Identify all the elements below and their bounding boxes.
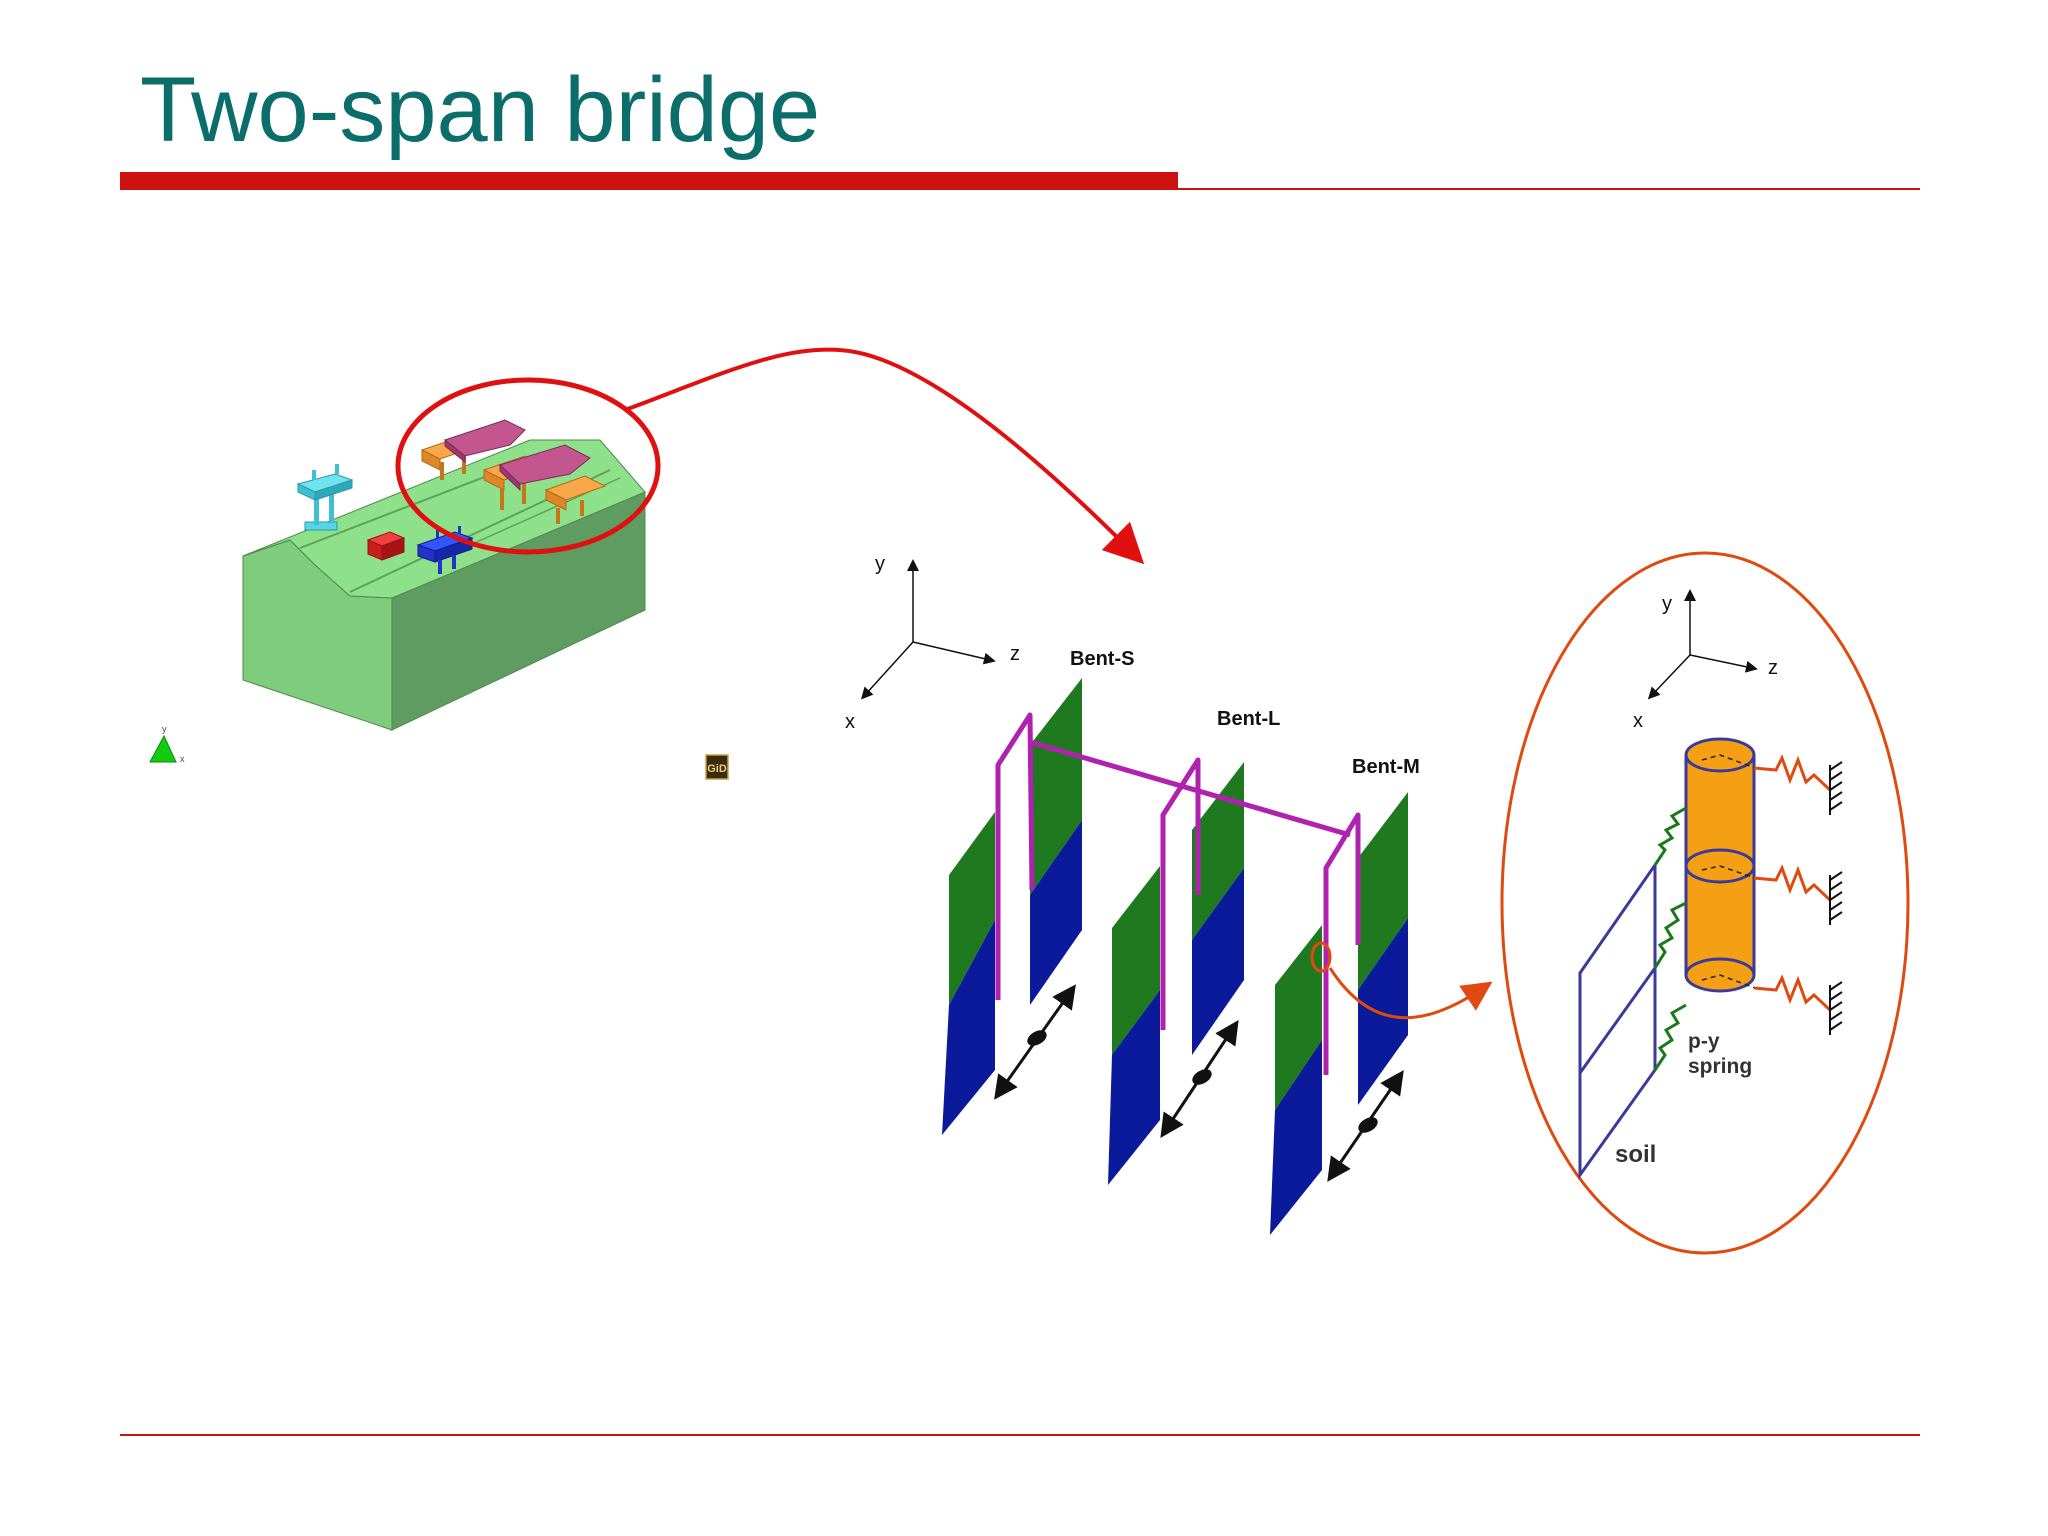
dashpot-springs [1753, 754, 1832, 1012]
pile-axis-z-label: z [1010, 643, 1020, 665]
bent-m-frame [1323, 812, 1361, 1075]
pile-model-axes: y z x [845, 553, 1020, 733]
detail-axis-x-label: x [1633, 710, 1643, 732]
bridge-structure [420, 419, 607, 524]
bent-l-soil [1108, 762, 1244, 1185]
slide-title: Two-span bridge [140, 59, 821, 161]
highlight-ellipse [395, 377, 661, 555]
bent-s-soil [942, 678, 1082, 1135]
fixed-supports [1829, 761, 1843, 1035]
blue-bent [416, 526, 474, 574]
detail-axis-z-label: z [1768, 657, 1778, 679]
py-spring-label-2: spring [1688, 1055, 1752, 1078]
py-spring-mid [1653, 901, 1687, 969]
bent-s-frame [995, 712, 1035, 1000]
detail-callout-circle [1310, 941, 1332, 973]
gid-logo-text: GiD [707, 763, 727, 775]
bent-l-frame [1160, 757, 1201, 1030]
dashpot-mid [1753, 864, 1832, 902]
py-spring-label-1: p-y [1688, 1030, 1720, 1053]
excitation-arrows [994, 984, 1404, 1182]
py-spring-bottom [1653, 1003, 1687, 1071]
pile-soil-model: y z x [845, 553, 1493, 1235]
model-triad: y x [149, 724, 185, 764]
superstructure-beam [1029, 739, 1351, 838]
bent-m-soil [1270, 792, 1408, 1235]
bent-label-m: Bent-M [1352, 756, 1420, 778]
bent-label-s: Bent-S [1070, 648, 1134, 670]
pile-detail: y z x [1500, 551, 1910, 1255]
title-underline-thick [120, 172, 1178, 190]
detail-axes: y z x [1633, 589, 1778, 732]
pile-cylinder [1684, 737, 1756, 993]
cyan-bent [296, 464, 354, 531]
pile-axis-x-label: x [845, 711, 855, 733]
bent-label-l: Bent-L [1217, 708, 1280, 730]
py-spring-top [1653, 806, 1687, 866]
bridge-terrain-model [242, 347, 1145, 732]
dashpot-bottom [1753, 974, 1832, 1012]
gid-logo: GiD [705, 754, 729, 780]
zoom-arrow [624, 347, 1145, 565]
red-block [366, 531, 406, 561]
detail-ellipse [1500, 551, 1910, 1255]
pile-axis-y-label: y [875, 553, 885, 575]
title-underline [120, 172, 1920, 190]
bent-frames [995, 712, 1361, 1075]
py-springs [1653, 806, 1687, 1071]
detail-callout-arrow [1328, 967, 1493, 1020]
triad-y-label: y [162, 724, 167, 734]
soil-label: soil [1615, 1141, 1656, 1168]
dashpot-top [1753, 754, 1832, 792]
triad-x-label: x [180, 754, 185, 764]
detail-axis-y-label: y [1662, 593, 1672, 615]
soil-frame [1578, 864, 1657, 1180]
